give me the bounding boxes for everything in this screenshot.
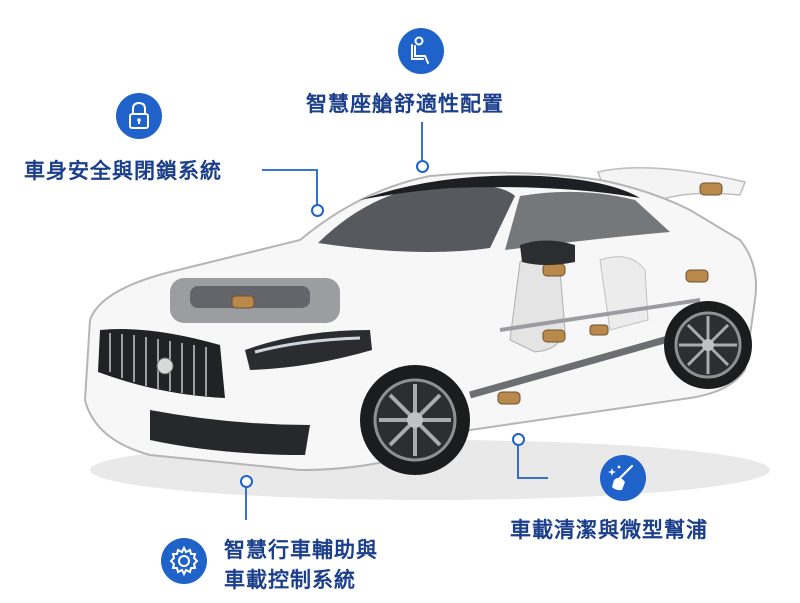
front-wheel: [360, 365, 470, 475]
roof: [360, 175, 640, 200]
comfort-label: 智慧座艙舒適性配置: [306, 92, 504, 116]
cleaning-connector: [517, 443, 548, 479]
windshield: [318, 183, 515, 252]
sparkle-brush-icon: [600, 455, 646, 501]
security-dot: [311, 204, 324, 217]
driveshaft: [469, 326, 701, 399]
driving-label-line1: 智慧行車輔助與: [224, 538, 378, 562]
side-mirror: [520, 240, 575, 265]
security-connector: [262, 169, 318, 205]
cleaning-label: 車載清潔與微型幫浦: [510, 518, 708, 542]
lower-intake: [150, 410, 310, 455]
motor-actuators: [231, 182, 723, 405]
padlock-icon: [116, 93, 162, 139]
car-body: [83, 171, 757, 472]
comfort-dot: [416, 160, 429, 173]
gear-icon: [161, 538, 207, 584]
seat-person-icon: [398, 28, 444, 74]
emblem: [156, 357, 174, 375]
cleaning-dot: [512, 433, 525, 446]
rear-wheel: [664, 301, 752, 389]
driving-label-line2: 車載控制系統: [224, 568, 356, 592]
security-label: 車身安全與閉鎖系統: [24, 159, 222, 183]
driving-dot: [240, 475, 253, 488]
side-window: [505, 191, 670, 250]
